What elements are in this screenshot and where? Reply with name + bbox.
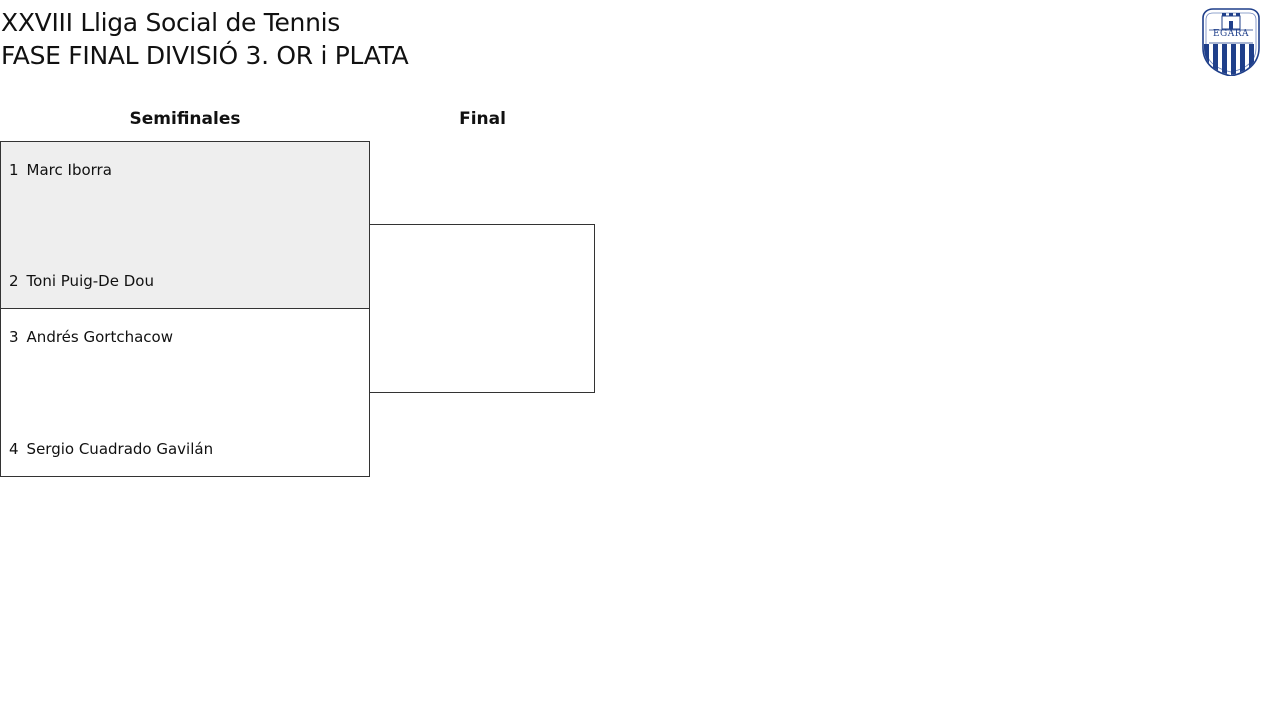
player-name: Marc Iborra [26,161,112,179]
player-name: Sergio Cuadrado Gavilán [26,440,214,458]
player-name: Andrés Gortchacow [26,328,173,346]
title-line-1: XXVIII Lliga Social de Tennis [1,8,341,37]
player-seed: 3 [9,328,19,346]
semifinal-match-1: 1 Marc Iborra 2 Toni Puig-De Dou [0,141,370,309]
player-slot: 3 Andrés Gortchacow [9,328,173,346]
title-line-2: FASE FINAL DIVISIÓ 3. OR i PLATA [1,41,409,70]
round-header-semifinals: Semifinales [129,109,241,129]
player-seed: 2 [9,272,19,290]
logo-text: EGARA [1212,29,1250,39]
player-name: Toni Puig-De Dou [26,272,154,290]
final-match [369,224,595,393]
round-header-final: Final [459,109,506,129]
player-slot: 4 Sergio Cuadrado Gavilán [9,440,213,458]
player-slot: 1 Marc Iborra [9,161,112,179]
player-seed: 1 [9,161,19,179]
player-seed: 4 [9,440,19,458]
player-slot: 2 Toni Puig-De Dou [9,272,154,290]
egara-shield-icon: EGARA [1200,6,1262,77]
semifinal-match-2: 3 Andrés Gortchacow 4 Sergio Cuadrado Gavi… [0,308,370,477]
